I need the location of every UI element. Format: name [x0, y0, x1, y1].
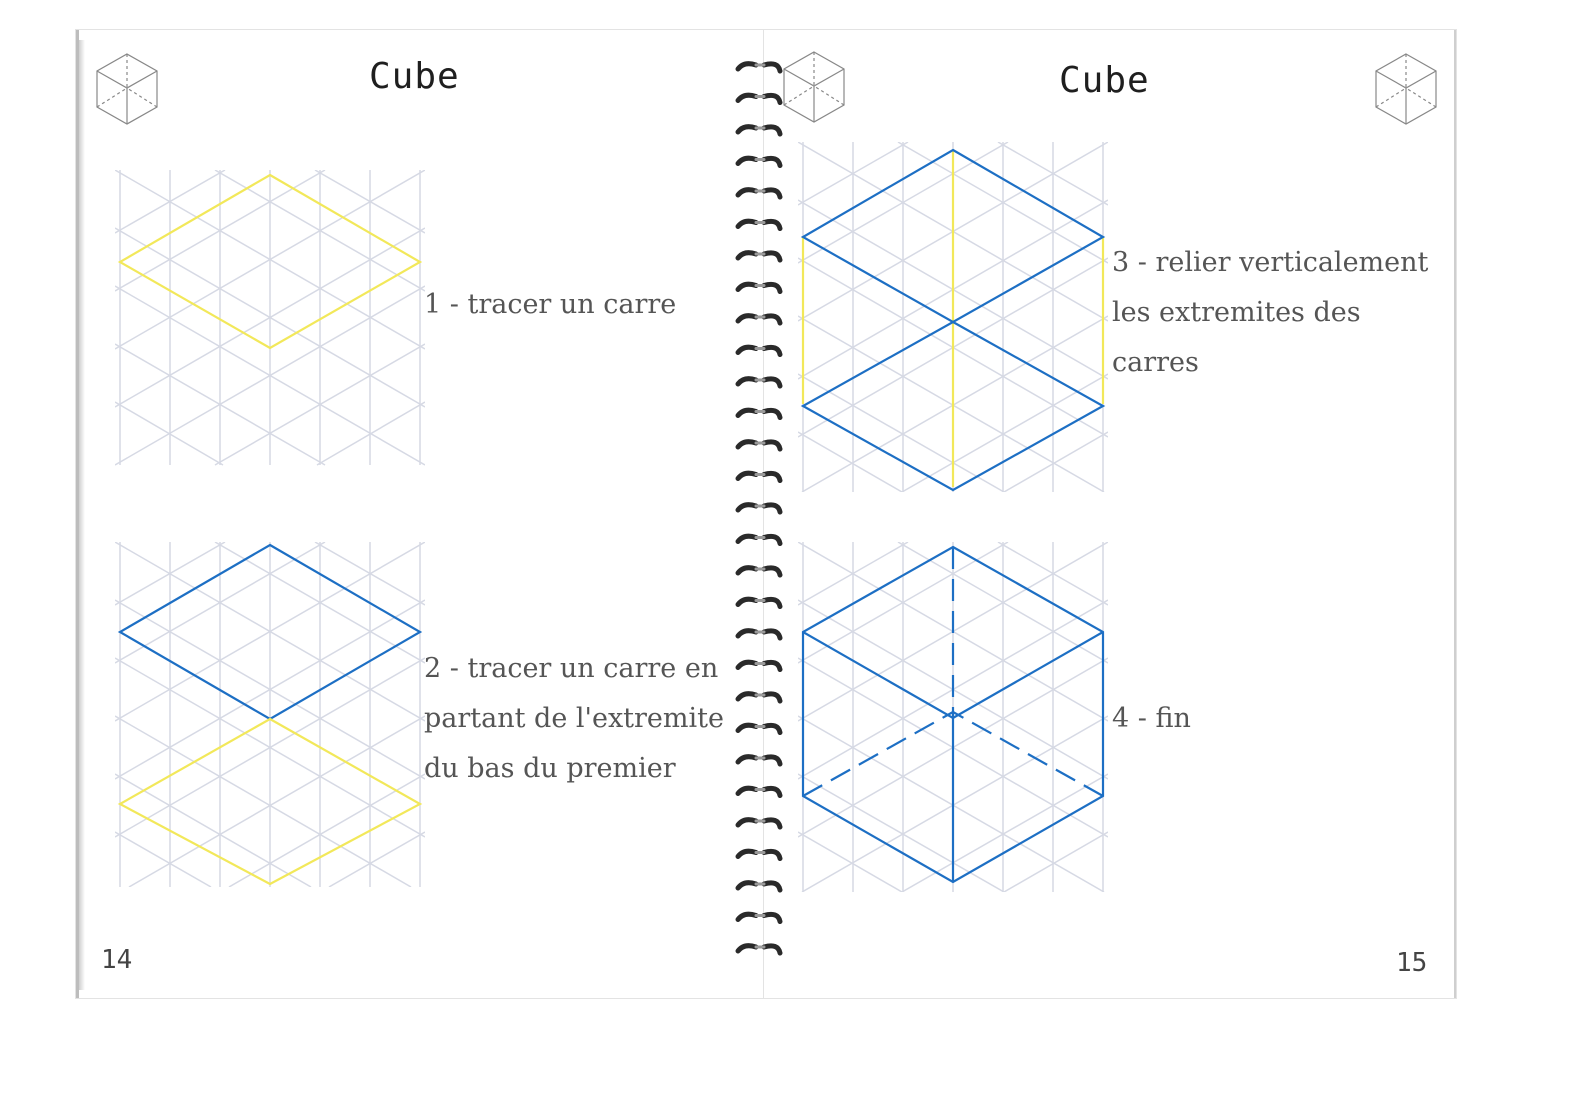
spiral-ring	[761, 691, 783, 704]
spiral-ring	[761, 250, 783, 263]
spiral-ring	[735, 691, 759, 702]
spiral-ring	[761, 344, 783, 357]
page-title: Cube	[1059, 60, 1150, 101]
spiral-ring	[761, 628, 783, 641]
spiral-ring	[761, 722, 783, 735]
page-number: 14	[101, 945, 133, 975]
spiral-ring	[735, 565, 759, 576]
spiral-ring	[735, 596, 759, 607]
spiral-ring	[735, 880, 759, 891]
page-title: Cube	[369, 56, 460, 97]
spiral-ring	[735, 785, 759, 796]
spiral-ring	[761, 785, 783, 798]
step-4-text: 4 - fin	[1112, 703, 1191, 734]
spiral-ring	[761, 754, 783, 767]
spiral-ring	[735, 470, 759, 481]
spiral-ring	[735, 754, 759, 765]
spiral-ring	[761, 596, 783, 609]
right-page: Cube	[764, 30, 1456, 998]
spiral-ring	[735, 533, 759, 544]
spiral-ring	[735, 817, 759, 828]
spiral-ring	[735, 155, 759, 166]
spiral-ring	[735, 943, 759, 954]
cube-logo-icon	[783, 51, 845, 123]
spiral-ring	[735, 502, 759, 513]
cube-logo-icon	[96, 53, 158, 125]
spiral-ring	[735, 218, 759, 229]
spiral-ring	[735, 848, 759, 859]
spiral-ring	[761, 943, 783, 956]
spiral-ring	[761, 313, 783, 326]
spiral-ring	[761, 218, 783, 231]
spiral-ring	[735, 250, 759, 261]
spiral-ring	[761, 376, 783, 389]
spiral-ring	[761, 470, 783, 483]
page-edge	[79, 40, 85, 990]
square-blue-bottom	[800, 320, 1106, 492]
spiral-ring	[761, 187, 783, 200]
spiral-ring	[761, 155, 783, 168]
spiral-ring	[735, 61, 759, 72]
spiral-ring	[735, 407, 759, 418]
spiral-ring	[735, 92, 759, 103]
vertical-connectors-yellow	[801, 150, 1105, 487]
diagram-step-4	[798, 542, 1108, 892]
spiral-ring	[735, 439, 759, 450]
diagram-step-2	[115, 542, 425, 887]
isometric-grid	[115, 170, 425, 466]
spiral-ring	[761, 533, 783, 546]
spiral-ring	[761, 848, 783, 861]
spiral-ring	[735, 344, 759, 355]
spiral-ring	[761, 880, 783, 893]
square-yellow	[117, 173, 423, 350]
left-page: Cube 1 - tracer un carre	[76, 30, 769, 998]
spiral-ring	[761, 817, 783, 830]
diagram-step-1	[115, 170, 425, 466]
spiral-ring	[761, 439, 783, 452]
spiral-ring	[735, 722, 759, 733]
cube-logo-icon	[1375, 53, 1437, 125]
spiral-ring	[761, 124, 783, 137]
spiral-ring	[761, 502, 783, 515]
spiral-ring	[735, 281, 759, 292]
spiral-ring	[735, 628, 759, 639]
hidden-edges-dashed	[802, 547, 1104, 797]
step-1-text: 1 - tracer un carre	[424, 289, 677, 320]
diagram-step-3	[798, 142, 1108, 492]
spiral-ring	[761, 407, 783, 420]
spiral-ring	[761, 565, 783, 578]
spiral-ring	[735, 313, 759, 324]
square-yellow	[117, 717, 423, 886]
spiral-ring	[735, 659, 759, 670]
spiral-ring	[761, 281, 783, 294]
spiral-ring	[761, 92, 783, 105]
spiral-ring	[735, 124, 759, 135]
spiral-ring	[735, 911, 759, 922]
spiral-ring	[761, 911, 783, 924]
spiral-binding-icon	[735, 61, 783, 956]
spiral-ring	[761, 61, 783, 74]
spiral-ring	[735, 376, 759, 387]
step-3-text: 3 - relier verticalement les extremites …	[1112, 247, 1429, 378]
page-number: 15	[1396, 948, 1428, 978]
isometric-grid	[115, 542, 425, 887]
spiral-ring	[735, 187, 759, 198]
step-2-text: 2 - tracer un carre en partant de l'extr…	[424, 653, 724, 784]
spiral-ring	[761, 659, 783, 672]
